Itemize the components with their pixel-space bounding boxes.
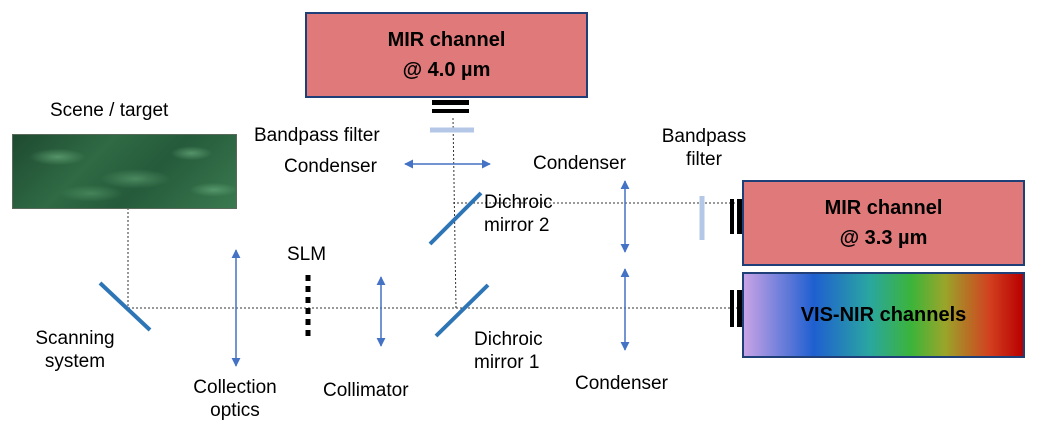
mir-top-line1: MIR channel [387,29,506,51]
dichroic1-line2: mirror 1 [474,352,540,373]
detector-mir-right-icon [730,199,742,234]
scanning-line2: system [44,351,106,372]
visnir-label: VIS-NIR channels [800,304,967,326]
dichroic2-line2: mirror 2 [484,215,550,236]
dichroic-mirror-1-label: Dichroic mirror 1 [474,328,543,374]
collection-line1: Collection [193,377,277,398]
beam-vertical [452,117,457,309]
dichroic-mirror-2-label: Dichroic mirror 2 [484,191,553,237]
collection-line2: optics [210,400,260,421]
bandpass-right-line1: Bandpass [661,126,747,147]
scanning-mirror [98,281,152,332]
mir-right-line2: @ 3.3 µm [839,227,928,249]
collection-optics-label: Collection optics [174,376,296,422]
bandpass-right-line2: filter [686,149,722,170]
mir-top-line2: @ 4.0 µm [402,59,491,81]
dichroic-mirror-1 [434,283,490,338]
mir-channel-33um-box: MIR channel @ 3.3 µm [742,180,1025,266]
condenser-mid-label: Condenser [533,153,626,174]
scene-target-image [12,134,237,209]
visnir-channels-box: VIS-NIR channels [742,272,1025,358]
scanning-line1: Scanning [35,328,115,349]
detector-top-icon [432,100,469,113]
mir-right-line1: MIR channel [824,197,943,219]
slm-label: SLM [287,244,327,265]
condenser-top-label: Condenser [284,156,377,177]
dichroic1-line1: Dichroic [474,329,543,350]
dichroic2-line1: Dichroic [484,192,553,213]
scene-target-label: Scene / target [50,100,169,121]
collimator-label: Collimator [323,380,409,401]
bandpass-filter-top-label: Bandpass filter [254,125,380,146]
scanning-system-label: Scanning system [25,327,125,373]
mir-channel-4um-box: MIR channel @ 4.0 µm [305,12,588,98]
detector-visnir-icon [730,290,742,327]
dichroic-mirror-2 [428,191,483,246]
condenser-bottom-label: Condenser [575,373,668,394]
bandpass-filter-right-label: Bandpass filter [646,125,762,171]
